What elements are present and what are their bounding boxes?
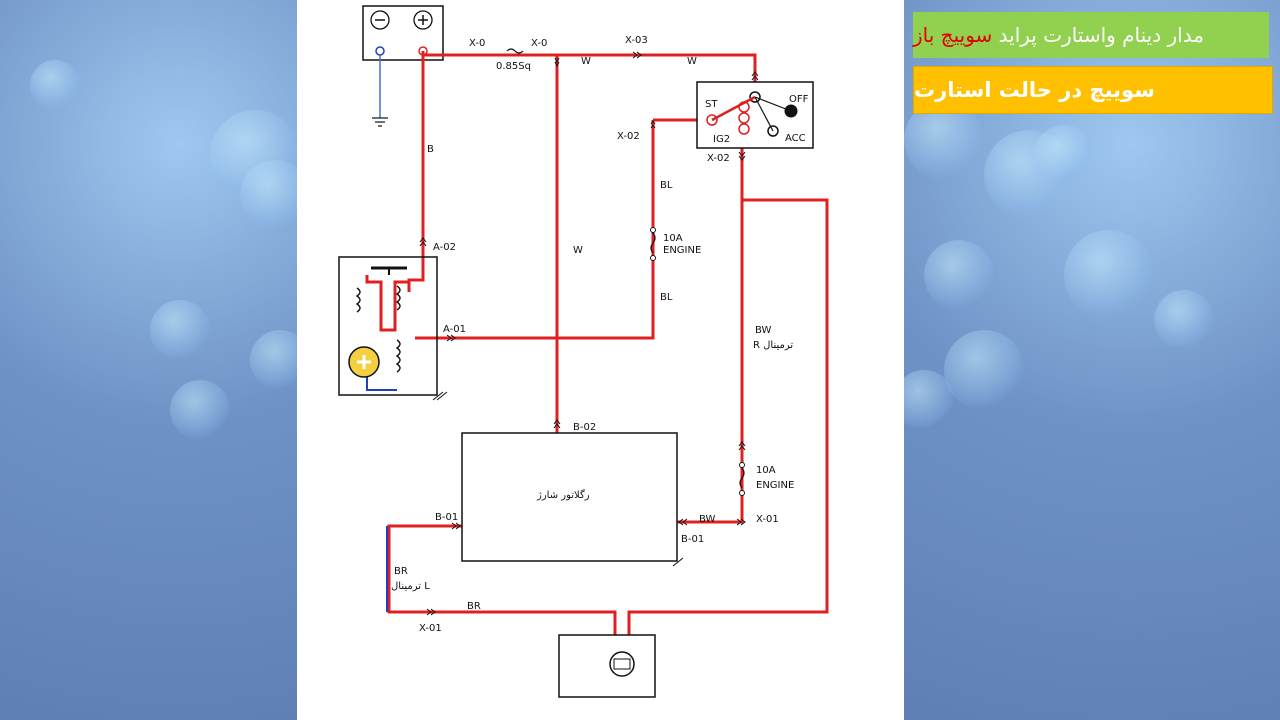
label-br-bottom: BR xyxy=(467,601,481,612)
bubble-decoration xyxy=(944,330,1024,410)
fuse-icon xyxy=(506,48,745,496)
label-bl-top: BL xyxy=(660,180,673,191)
label-fuse1-name: ENGINE xyxy=(663,245,701,256)
battery xyxy=(362,5,444,61)
bubble-decoration xyxy=(250,330,297,390)
label-x0-right: X-0 xyxy=(531,38,547,49)
label-regulator: رگلاتور شارژ xyxy=(536,489,590,501)
label-x03: X-03 xyxy=(625,35,648,46)
battery-icon xyxy=(609,651,635,677)
label-bl-bottom: BL xyxy=(660,292,673,303)
label-switch-off: OFF xyxy=(789,94,809,105)
label-x02-left: X-02 xyxy=(617,131,640,142)
label-terminal-l: ترمینال L xyxy=(391,581,430,592)
ground-wires xyxy=(366,360,397,612)
charge-regulator xyxy=(461,432,678,562)
wiring-diagram: X-0 X-0 X-03 0.85Sq W W B A-02 A-01 X-02… xyxy=(297,0,904,720)
label-x0-left: X-0 xyxy=(469,38,485,49)
slide-subtitle-text: سوییچ در حالت استارت xyxy=(914,78,1155,102)
label-fuse2-rating: 10A xyxy=(756,465,776,476)
bubble-decoration xyxy=(30,60,80,110)
label-w-right: W xyxy=(687,56,697,67)
ground-icon xyxy=(372,55,388,127)
bubble-decoration xyxy=(170,380,230,440)
label-x02-bottom: X-02 xyxy=(707,153,730,164)
ignition-switch xyxy=(696,81,814,149)
slide-title-highlight: سوییچ باز xyxy=(913,23,993,47)
bubble-decoration xyxy=(1154,290,1214,350)
bubble-decoration xyxy=(1034,125,1094,185)
slide-title: مدار دینام واستارت پراید سوییچ باز xyxy=(913,12,1269,58)
label-switch-acc: ACC xyxy=(785,133,806,144)
label-a01: A-01 xyxy=(443,324,466,335)
label-b01-left: B-01 xyxy=(435,512,458,523)
label-bw-regulator: BW xyxy=(699,514,716,525)
label-a02: A-02 xyxy=(433,242,456,253)
label-terminal-r: R ترمینال xyxy=(753,340,793,351)
bubble-decoration xyxy=(240,160,297,230)
bubble-decoration xyxy=(904,370,954,430)
label-sq: 0.85Sq xyxy=(496,61,531,72)
background-left xyxy=(0,0,297,720)
charge-lamp xyxy=(558,634,656,698)
bubble-decoration xyxy=(150,300,210,360)
bubble-decoration xyxy=(1064,230,1154,320)
label-switch-ig2: IG2 xyxy=(713,134,730,145)
label-fuse2-name: ENGINE xyxy=(756,480,794,491)
label-br-left: BR xyxy=(394,566,408,577)
slide-subtitle: سوییچ در حالت استارت xyxy=(913,66,1273,114)
background-right xyxy=(904,0,1280,720)
label-b: B xyxy=(427,144,434,155)
label-bw-right: BW xyxy=(755,325,772,336)
label-x01-right: X-01 xyxy=(756,514,779,525)
active-wires xyxy=(365,51,829,645)
label-switch-st: ST xyxy=(705,99,718,110)
wiring-diagram-svg: X-0 X-0 X-03 0.85Sq W W B A-02 A-01 X-02… xyxy=(338,5,829,698)
label-x01-bottom: X-01 xyxy=(419,623,442,634)
connector-markers xyxy=(419,51,759,616)
slide-title-text: مدار دینام واستارت پراید xyxy=(998,23,1204,47)
label-fuse1-rating: 10A xyxy=(663,233,683,244)
alternator xyxy=(338,256,448,401)
label-w-middle: W xyxy=(573,245,583,256)
label-b01-right: B-01 xyxy=(681,534,704,545)
label-w-top: W xyxy=(581,56,591,67)
label-b02: B-02 xyxy=(573,422,596,433)
bubble-decoration xyxy=(924,240,994,310)
